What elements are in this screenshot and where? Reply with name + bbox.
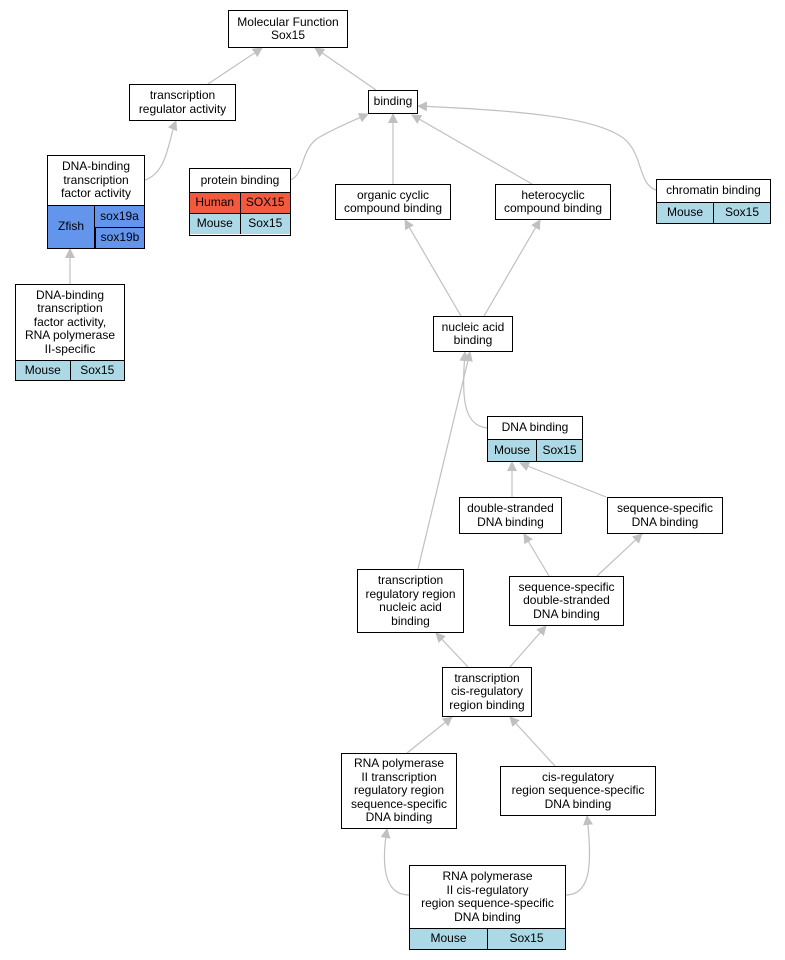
node-molecular-function[interactable]: Molecular Function Sox15 bbox=[228, 10, 348, 48]
edge-ssds-ds bbox=[523, 533, 550, 577]
node-label: transcription cis-regulatory region bind… bbox=[449, 670, 525, 712]
node-label: RNA polymerase II transcription regulato… bbox=[350, 756, 448, 825]
edge-chromatin-binding bbox=[417, 101, 657, 191]
species-cell-mouse[interactable]: Mouse bbox=[410, 929, 487, 949]
gene-cell-sox15[interactable]: Sox15 bbox=[239, 214, 290, 234]
node-label: cis-regulatory region sequence-specific … bbox=[511, 769, 645, 811]
species-cell-mouse[interactable]: Mouse bbox=[657, 203, 713, 223]
gene-cell-sox15[interactable]: Sox15 bbox=[536, 440, 582, 461]
gene-cell-sox19a[interactable]: sox19a bbox=[95, 206, 144, 227]
node-label: sequence-specific double-stranded DNA bi… bbox=[518, 579, 615, 621]
species-cell-mouse[interactable]: Mouse bbox=[488, 440, 536, 461]
node-nucleic-acid-binding[interactable]: nucleic acid binding bbox=[433, 316, 513, 352]
node-rnap2-transcription-regulatory-region-ss-dna-binding[interactable]: RNA polymerase II transcription regulato… bbox=[341, 753, 457, 829]
edge-ssds-ss bbox=[596, 533, 643, 577]
node-sequence-specific-ds-dna-binding[interactable]: sequence-specific double-stranded DNA bi… bbox=[509, 576, 624, 626]
node-label: DNA binding bbox=[501, 420, 569, 435]
node-dna-binding-tf-activity-rnap2[interactable]: DNA-binding transcription factor activit… bbox=[15, 284, 125, 381]
edge-nucleic-organic bbox=[404, 219, 462, 317]
gene-cell-sox15-human[interactable]: SOX15 bbox=[239, 193, 290, 213]
node-label: RNA polymerase II cis-regulatory region … bbox=[421, 869, 554, 924]
node-transcription-regulatory-region-nucleic-acid-binding[interactable]: transcription regulatory region nucleic … bbox=[357, 569, 464, 633]
edge-protein-binding bbox=[289, 113, 369, 181]
edge-bottom-cisreg bbox=[565, 815, 593, 896]
gene-cell-sox15[interactable]: Sox15 bbox=[487, 929, 565, 949]
edge-dna-nucleic bbox=[459, 351, 488, 429]
node-transcription-cis-regulatory-region-binding[interactable]: transcription cis-regulatory region bind… bbox=[442, 667, 532, 717]
edge-nucleic-hetero bbox=[483, 219, 541, 317]
node-dna-binding[interactable]: DNA binding Mouse Sox15 bbox=[487, 416, 583, 462]
edge-hetero-binding bbox=[411, 114, 533, 185]
gene-cell-sox19b[interactable]: sox19b bbox=[95, 226, 144, 248]
node-label: protein binding bbox=[200, 172, 280, 187]
edge-bottom-rnap bbox=[380, 828, 410, 896]
gene-cell-sox15[interactable]: Sox15 bbox=[69, 361, 124, 380]
node-chromatin-binding[interactable]: chromatin binding Mouse Sox15 bbox=[656, 179, 771, 224]
edge-ss-dna bbox=[519, 461, 607, 498]
edge-tcrb-tregna bbox=[435, 632, 469, 668]
species-cell-human[interactable]: Human bbox=[190, 193, 240, 213]
species-cell-mouse[interactable]: Mouse bbox=[16, 361, 70, 380]
node-label: transcription regulator activity bbox=[138, 88, 227, 116]
edge-tregna-nucleic bbox=[417, 351, 473, 570]
node-label: transcription regulatory region nucleic … bbox=[365, 573, 456, 628]
edge-tra-root bbox=[207, 47, 263, 85]
node-label: heterocyclic compound binding bbox=[503, 187, 603, 215]
node-heterocyclic-compound-binding[interactable]: heterocyclic compound binding bbox=[495, 184, 611, 220]
node-label: Molecular Function Sox15 bbox=[237, 14, 339, 42]
species-cell-mouse[interactable]: Mouse bbox=[190, 214, 240, 234]
node-label: double-stranded DNA binding bbox=[467, 501, 554, 529]
node-binding[interactable]: binding bbox=[368, 90, 418, 114]
node-label: organic cyclic compound binding bbox=[343, 187, 443, 215]
edge-rnap-tcrb bbox=[406, 716, 453, 754]
species-cell-zfish[interactable]: Zfish bbox=[48, 206, 94, 248]
node-label: nucleic acid binding bbox=[441, 319, 505, 347]
node-sequence-specific-dna-binding[interactable]: sequence-specific DNA binding bbox=[607, 497, 723, 534]
edge-binding-root bbox=[314, 47, 377, 91]
node-label: DNA-binding transcription factor activit… bbox=[60, 159, 132, 201]
node-dna-binding-tf-activity[interactable]: DNA-binding transcription factor activit… bbox=[47, 155, 145, 249]
edge-dbtf-tra bbox=[144, 120, 178, 181]
node-protein-binding[interactable]: protein binding Human SOX15 Mouse Sox15 bbox=[189, 168, 291, 236]
edge-tcrb-ssds bbox=[509, 625, 547, 668]
node-label: DNA-binding transcription factor activit… bbox=[24, 287, 116, 356]
node-transcription-regulator-activity[interactable]: transcription regulator activity bbox=[129, 84, 236, 121]
node-label: sequence-specific DNA binding bbox=[616, 501, 714, 529]
gene-cell-sox15[interactable]: Sox15 bbox=[713, 203, 770, 223]
node-label: binding bbox=[373, 94, 413, 109]
edge-cisreg-tcrb bbox=[509, 716, 556, 767]
node-label: chromatin binding bbox=[666, 183, 761, 198]
node-organic-cyclic-compound-binding[interactable]: organic cyclic compound binding bbox=[335, 184, 451, 220]
node-double-stranded-dna-binding[interactable]: double-stranded DNA binding bbox=[459, 497, 562, 534]
node-rnap2-cis-regulatory-region-ss-dna-binding[interactable]: RNA polymerase II cis-regulatory region … bbox=[409, 865, 566, 950]
node-cis-regulatory-region-ss-dna-binding[interactable]: cis-regulatory region sequence-specific … bbox=[500, 766, 656, 816]
